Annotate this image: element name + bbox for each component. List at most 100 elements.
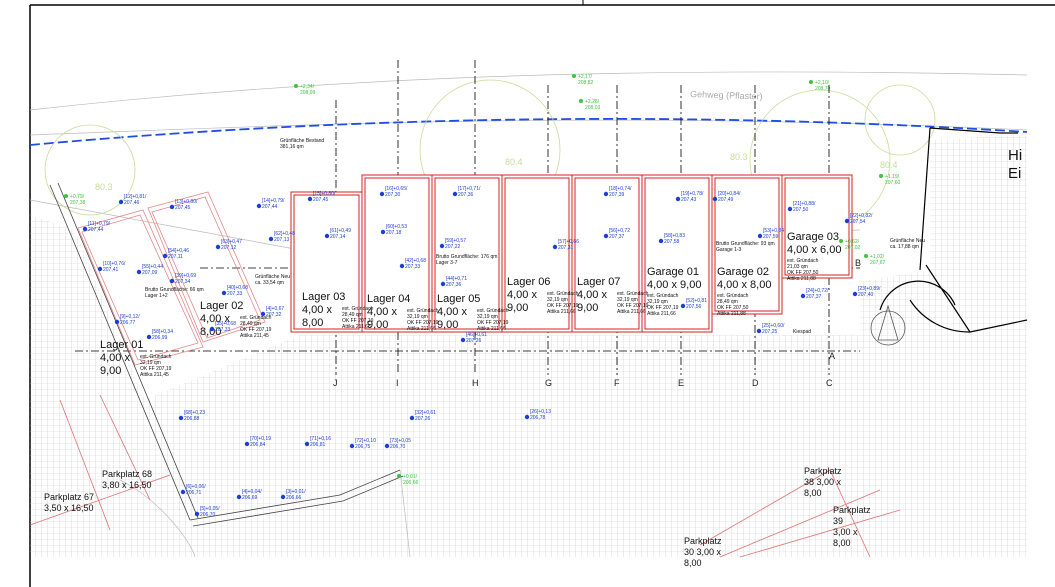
survey-point-label: [39]+0,69 <box>175 273 196 279</box>
existing-building <box>879 127 1028 333</box>
survey-point-label: [9]+0,12/ <box>120 314 140 320</box>
building-label: Ei <box>1008 165 1021 182</box>
survey-point-label: [71]+0,16 <box>310 436 331 442</box>
survey-point-label: 207,22 <box>445 244 461 250</box>
green-point-label: +0,01/ <box>403 474 418 480</box>
survey-point-marker <box>680 303 686 309</box>
svg-text:3,50 x 16,50: 3,50 x 16,50 <box>44 503 94 513</box>
survey-point-label: [26]+0,13 <box>530 409 551 415</box>
room-roof: ext. Gründach <box>647 293 679 299</box>
survey-point-marker <box>552 244 558 250</box>
room-dim1: 4,00 x <box>302 304 332 316</box>
room-roof: ext. Gründach <box>407 308 439 314</box>
survey-point-label: 207,36 <box>446 282 462 288</box>
survey-point-label: [42]+0,68 <box>405 258 426 264</box>
survey-point-marker <box>136 269 142 275</box>
survey-point-label: [46]+0,61 <box>466 332 487 338</box>
green-point-label: 206,66 <box>403 480 419 486</box>
green-point-marker <box>572 74 576 78</box>
survey-point-label: [17]+0,71/ <box>458 186 481 192</box>
room-roof: ext. Gründach <box>717 293 749 299</box>
survey-point-label: [52]+0,81 <box>686 298 707 304</box>
green-point-marker <box>294 84 298 88</box>
survey-point-label: 207,18 <box>386 230 402 236</box>
tree-label: 80.3 <box>730 152 748 162</box>
room-area: 28,49 qm <box>240 321 261 327</box>
survey-point-marker <box>256 203 262 209</box>
survey-point-label: 207,56 <box>686 304 702 310</box>
survey-point-label: 206,81 <box>310 442 326 448</box>
survey-point-marker <box>452 191 458 197</box>
room-dim1: 4,00 x 8,00 <box>717 279 771 291</box>
survey-point-marker <box>180 489 186 495</box>
green-point-marker <box>809 80 813 84</box>
survey-point-label: [20]+0,84/ <box>718 191 741 197</box>
survey-point-marker <box>757 233 763 239</box>
svg-text:Parkplatz: Parkplatz <box>804 466 842 476</box>
room-area: 32,19 qm <box>647 299 668 305</box>
room-ff: OK FF 207,19 <box>240 327 272 333</box>
survey-point-label: 206,70 <box>200 512 216 518</box>
survey-point-marker <box>756 328 762 334</box>
survey-point-label: 207,50 <box>793 207 809 213</box>
survey-point-marker <box>440 281 446 287</box>
survey-point-label: [32]+0,61 <box>415 410 436 416</box>
room-dim1: 4,00 x <box>507 289 537 301</box>
survey-point-marker <box>114 319 120 325</box>
survey-point-marker <box>304 441 310 447</box>
survey-point-marker <box>439 243 445 249</box>
room-area: 32,19 qm <box>547 297 568 303</box>
survey-point-label: [44]+0,71 <box>446 276 467 282</box>
survey-point-marker <box>409 415 415 421</box>
survey-point-marker <box>194 511 200 517</box>
room-attika: Attika 211,45 <box>140 372 169 378</box>
survey-point-marker <box>82 226 88 232</box>
svg-text:Brutto Grundfläche: 176 qm: Brutto Grundfläche: 176 qm <box>436 254 497 260</box>
survey-point-label: 206,99 <box>152 335 168 341</box>
survey-point-label: [13]+0,80/ <box>175 199 198 205</box>
room-dim1: 4,00 x <box>367 306 397 318</box>
survey-point-marker <box>384 443 390 449</box>
green-point-label: 208,03 <box>585 105 601 111</box>
room-attika: Attika 211,66 <box>647 311 676 317</box>
survey-point-marker <box>524 414 530 420</box>
survey-point-label: [21]+0,88/ <box>793 201 816 207</box>
room-attika: Attika 211,66 <box>342 324 371 330</box>
survey-point-label: [18]+0,74/ <box>609 186 632 192</box>
area-notes: Grünfläche Bestand 381,16 qm Grünfläche … <box>145 138 1022 335</box>
room-name: Lager 07 <box>577 276 620 288</box>
survey-point-label: 207,26 <box>415 416 431 422</box>
survey-point-marker <box>221 290 227 296</box>
room-name: Lager 01 <box>100 339 143 351</box>
survey-point-label: [59]+0,57 <box>445 238 466 244</box>
survey-point-marker <box>268 236 274 242</box>
room-dim1: 4,00 x <box>437 306 467 318</box>
survey-point-marker <box>209 326 215 332</box>
svg-text:H: H <box>472 378 479 388</box>
survey-point-marker <box>244 441 250 447</box>
svg-text:Brutto Grundfläche: 93 qm: Brutto Grundfläche: 93 qm <box>716 241 775 247</box>
room-ff: OK FF 207,50 <box>717 305 749 311</box>
survey-point-marker <box>712 196 718 202</box>
tree-label: 80.4 <box>880 160 898 170</box>
room-name: Lager 02 <box>200 300 243 312</box>
svg-text:Grünfläche Neu: Grünfläche Neu <box>890 238 925 244</box>
svg-text:Kiespad: Kiespad <box>793 329 811 335</box>
room-area: 32,19 qm <box>477 314 498 320</box>
green-point-marker <box>397 474 401 478</box>
survey-point-marker <box>280 494 286 500</box>
room-dim2: 9,00 <box>507 302 528 314</box>
survey-point-label: 207,59 <box>763 234 779 240</box>
green-point-label: 208,99 <box>300 90 316 96</box>
property-boundary <box>29 118 1028 146</box>
green-point-label: +2,28/ <box>585 99 600 105</box>
survey-point-label: 207,09 <box>142 270 158 276</box>
survey-point-marker <box>380 229 386 235</box>
green-point-marker <box>64 194 68 198</box>
survey-point-label: [61]+0,49 <box>330 228 351 234</box>
svg-text:8,00: 8,00 <box>833 538 851 548</box>
survey-point-label: [60]+0,53 <box>386 224 407 230</box>
survey-point-label: 207,43 <box>681 197 697 203</box>
svg-text:J: J <box>333 378 338 388</box>
